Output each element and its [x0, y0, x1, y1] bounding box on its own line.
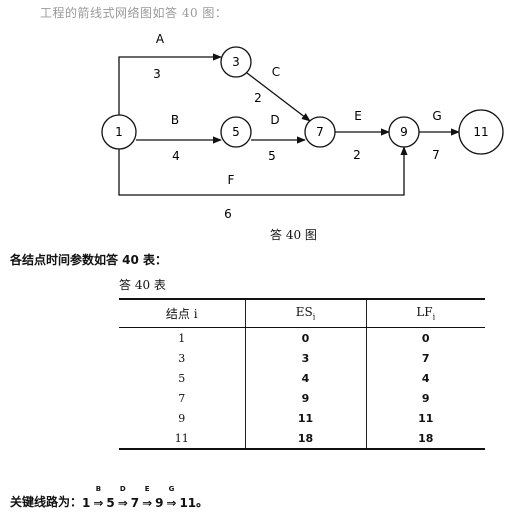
- cell-node: 1: [178, 331, 186, 345]
- activity-arrow-a: [118, 53, 222, 115]
- critical-path-step: D ⇒7: [115, 485, 140, 510]
- critical-path-start: 1: [82, 496, 91, 510]
- node-circle-5: [220, 116, 252, 148]
- critical-path-end: 。: [196, 495, 209, 509]
- activity-duration-label: 3: [153, 67, 161, 81]
- cell-lf: 7: [365, 348, 485, 368]
- cell-lf: 9: [365, 388, 485, 408]
- activity-name-label: B: [171, 113, 179, 127]
- intro-text: 工程的箭线式网络图如答 40 图：: [40, 6, 228, 20]
- critical-path-node: 5: [106, 496, 115, 510]
- activity-name-label: D: [270, 113, 279, 127]
- figure-caption: 答 40 图: [270, 228, 317, 242]
- diagram-nodes: 1 3 5 7 9 11: [101, 46, 504, 155]
- critical-path-arrow: ⇒: [166, 496, 177, 510]
- cell-lf: 0: [365, 327, 485, 348]
- cell-es: 18: [244, 428, 366, 449]
- table-header-row: 结点 i ESi LFi: [119, 299, 485, 328]
- cell-node: 9: [178, 411, 186, 425]
- node-label: 9: [400, 125, 408, 139]
- node-label: 3: [232, 55, 240, 69]
- critical-path-node: 11: [179, 496, 197, 510]
- critical-path-step: E ⇒9: [139, 485, 164, 510]
- activity-name-label: E: [354, 109, 362, 123]
- cell-es: 11: [244, 408, 366, 428]
- table-caption: 答 40 表: [119, 278, 166, 292]
- cell-es: 3: [244, 348, 366, 368]
- critical-path-step: G ⇒11: [163, 485, 197, 510]
- cell-node: 3: [178, 351, 186, 365]
- cell-es: 0: [244, 327, 366, 348]
- critical-path-activity: D: [119, 485, 126, 493]
- node-circle-3: [220, 46, 252, 78]
- critical-path-node: 9: [155, 496, 164, 510]
- cell-node: 5: [178, 371, 186, 385]
- activity-arrow-f: [118, 146, 408, 196]
- activity-duration-label: 2: [353, 148, 361, 162]
- header-es: ESi: [244, 299, 366, 328]
- cell-lf: 11: [365, 408, 485, 428]
- activity-name-label: C: [272, 65, 280, 79]
- node-circle-9: [388, 116, 420, 148]
- node-label: 1: [115, 125, 123, 139]
- activity-duration-label: 6: [224, 207, 232, 221]
- activity-name-label: G: [432, 109, 441, 123]
- header-node: 结点 i: [119, 299, 245, 328]
- header-lf: LFi: [365, 299, 485, 328]
- critical-path-activity: E: [144, 485, 150, 493]
- cell-es: 4: [244, 368, 366, 388]
- node-label: 11: [473, 125, 488, 139]
- activity-duration-label: 4: [172, 149, 180, 163]
- critical-path-node: 7: [130, 496, 140, 510]
- cell-lf: 4: [365, 368, 485, 388]
- critical-path-step: B ⇒5: [90, 485, 115, 510]
- cell-lf: 18: [365, 428, 485, 449]
- activity-duration-label: 7: [432, 148, 440, 162]
- activity-name-label: A: [156, 32, 165, 46]
- diagram-edges: [118, 53, 460, 196]
- critical-path-activity: G: [168, 485, 175, 493]
- cell-es: 9: [244, 388, 366, 408]
- critical-path-arrow: ⇒: [93, 496, 104, 510]
- cell-node: 11: [174, 431, 189, 445]
- activity-duration-label: 2: [254, 91, 262, 105]
- activity-name-label: F: [228, 173, 235, 187]
- critical-path-arrow: ⇒: [142, 496, 153, 510]
- node-label: 5: [232, 125, 240, 139]
- section-text: 各结点时间参数如答 40 表：: [10, 253, 168, 267]
- activity-arrow-c: [246, 72, 311, 122]
- node-circle-11: [458, 109, 504, 155]
- critical-path-label: 关键线路为：: [10, 495, 83, 509]
- critical-path-activity: B: [95, 485, 102, 493]
- node-circle-1: [101, 114, 137, 150]
- node-label: 7: [316, 125, 324, 139]
- critical-path-arrow: ⇒: [117, 496, 128, 510]
- cell-node: 7: [178, 391, 186, 405]
- node-circle-7: [304, 116, 336, 148]
- activity-duration-label: 5: [268, 149, 276, 163]
